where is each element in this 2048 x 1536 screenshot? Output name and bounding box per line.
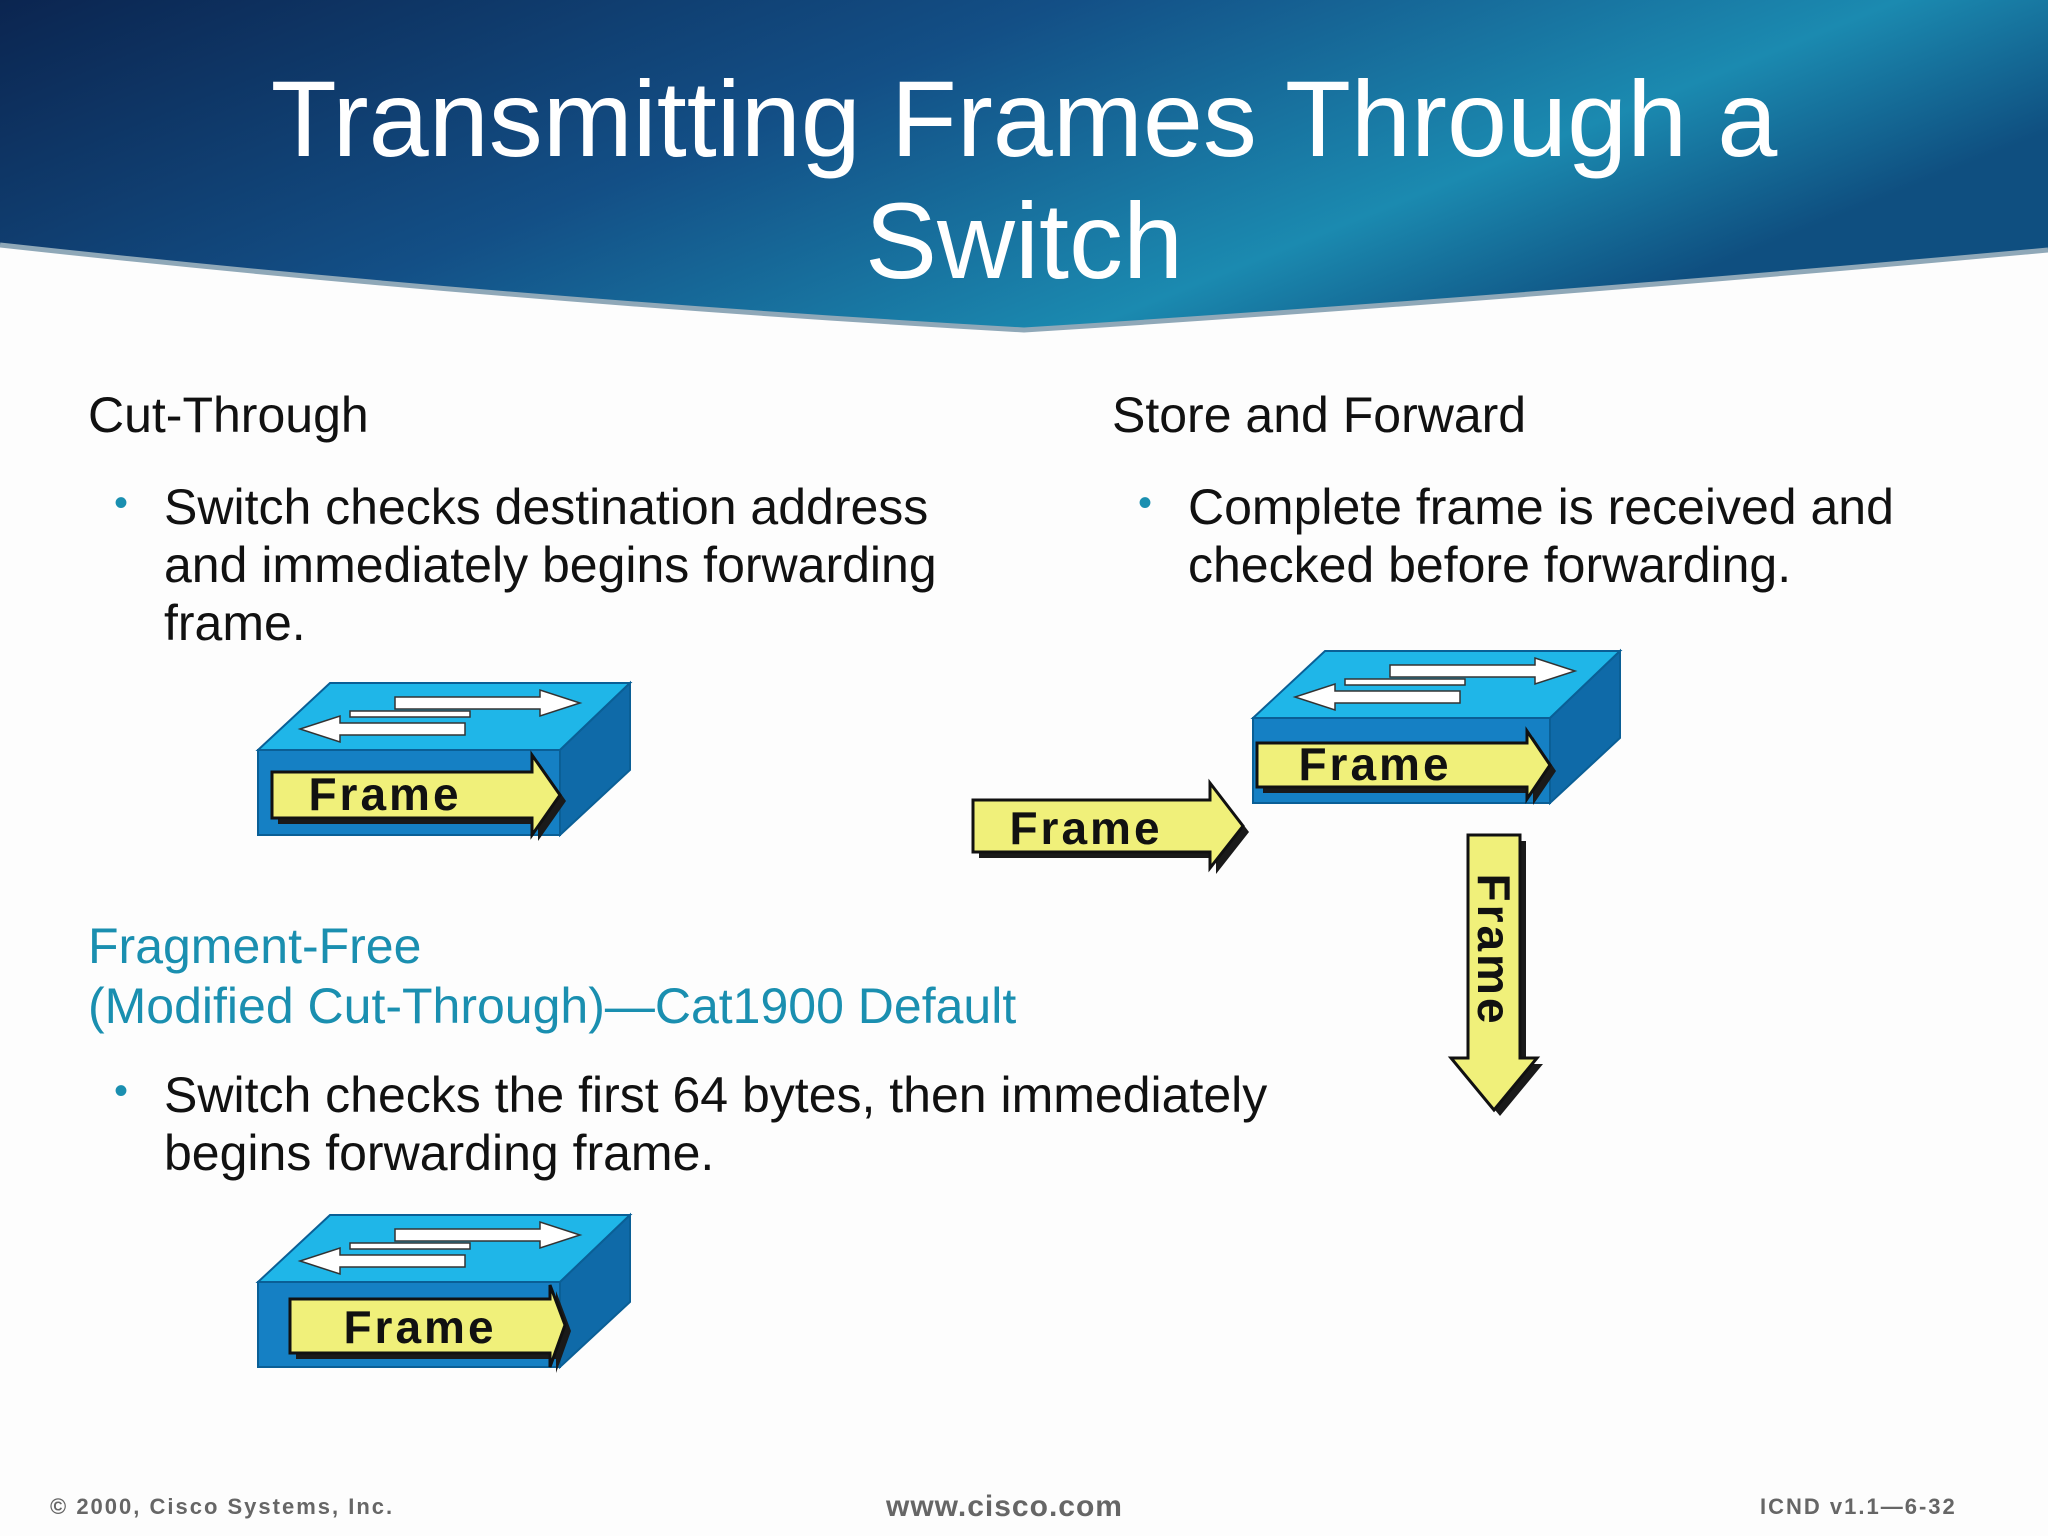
- footer-url: www.cisco.com: [886, 1490, 1123, 1523]
- cut-through-bullet: • Switch checks destination address and …: [114, 478, 937, 652]
- switch-icon: Frame: [1250, 648, 1623, 806]
- title-banner: [0, 0, 2048, 333]
- bullet-icon: •: [114, 1069, 129, 1113]
- fragment-free-heading-line-2: (Modified Cut-Through)—Cat1900 Default: [88, 978, 1017, 1034]
- bullet-icon: •: [114, 481, 129, 525]
- bullet-line: checked before forwarding.: [1188, 537, 1792, 593]
- title-line-2: Switch: [864, 180, 1184, 301]
- frame-label: Frame: [343, 1301, 496, 1353]
- cut-through-heading: Cut-Through: [88, 387, 369, 443]
- switch-icon: Frame: [255, 680, 633, 841]
- frame-label: Frame: [308, 768, 461, 820]
- bullet-line: and immediately begins forwarding: [164, 537, 937, 593]
- down-frame-arrow: Frame: [1447, 833, 1543, 1116]
- bullet-icon: •: [1138, 481, 1153, 525]
- fragment-free-bullet: • Switch checks the first 64 bytes, then…: [114, 1066, 1268, 1182]
- fragment-free-heading-line-1: Fragment-Free: [88, 918, 422, 974]
- frame-label: Frame: [1298, 738, 1451, 790]
- store-forward-bullet: • Complete frame is received and checked…: [1138, 478, 1894, 594]
- bullet-line: begins forwarding frame.: [164, 1125, 715, 1181]
- title-line-1: Transmitting Frames Through a: [270, 58, 1778, 179]
- incoming-frame-arrow: Frame: [971, 778, 1249, 874]
- bullet-line: Complete frame is received and: [1188, 479, 1894, 535]
- fragment-free-heading: Fragment-Free (Modified Cut-Through)—Cat…: [88, 916, 1016, 1036]
- copyright-text: © 2000, Cisco Systems, Inc.: [50, 1494, 395, 1519]
- page-title: Transmitting Frames Through a Switch: [0, 58, 2048, 302]
- frame-label: Frame: [1009, 802, 1162, 854]
- bullet-line: Switch checks destination address: [164, 479, 929, 535]
- course-code: ICND v1.1—6-32: [1760, 1494, 1957, 1519]
- store-forward-heading: Store and Forward: [1112, 387, 1527, 443]
- frame-label: Frame: [1468, 873, 1520, 1026]
- bullet-line: frame.: [164, 595, 306, 651]
- switch-icon: Frame: [255, 1212, 633, 1373]
- bullet-line: Switch checks the first 64 bytes, then i…: [164, 1067, 1268, 1123]
